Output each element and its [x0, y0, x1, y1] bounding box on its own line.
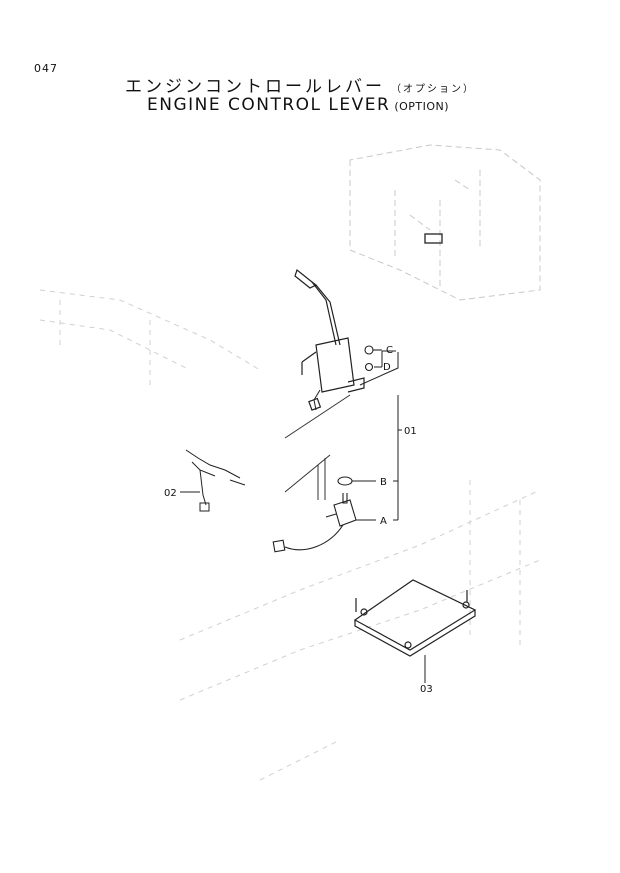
- bolt-and-washer: [364, 345, 382, 372]
- mounting-plate-part-03: [353, 579, 477, 657]
- callout-label-a: A: [380, 516, 387, 527]
- background-frame-outline-left: [39, 289, 261, 390]
- callout-label-b: B: [380, 477, 387, 488]
- callout-label-03: 03: [420, 684, 433, 695]
- switch-detail-icon: [424, 233, 443, 244]
- title-japanese-option: （オプション）: [391, 84, 475, 95]
- title-english: ENGINE CONTROL LEVER(OPTION): [147, 95, 449, 115]
- callout-label-d: D: [383, 362, 391, 373]
- engine-control-lever: [294, 268, 365, 411]
- title-japanese: エンジンコントロールレバー （オプション）: [125, 72, 475, 97]
- background-frame-outline-bottom: [179, 480, 541, 781]
- mounting-panel-outline: [284, 394, 351, 500]
- callout-label-c: C: [386, 345, 393, 356]
- bracket-leaders: [359, 350, 399, 386]
- wire-harness-part-02: [185, 449, 246, 512]
- potentiometer-sensor: [272, 476, 357, 553]
- callout-label-01: 01: [404, 426, 417, 437]
- background-cab-outline: [349, 144, 541, 301]
- callout-label-02: 02: [164, 488, 177, 499]
- page-code: 047: [34, 62, 58, 75]
- callout-leaders: [180, 395, 426, 683]
- title-japanese-main: エンジンコントロールレバー: [125, 77, 385, 97]
- title-english-main: ENGINE CONTROL LEVER: [147, 95, 391, 115]
- title-english-option: (OPTION): [394, 100, 450, 113]
